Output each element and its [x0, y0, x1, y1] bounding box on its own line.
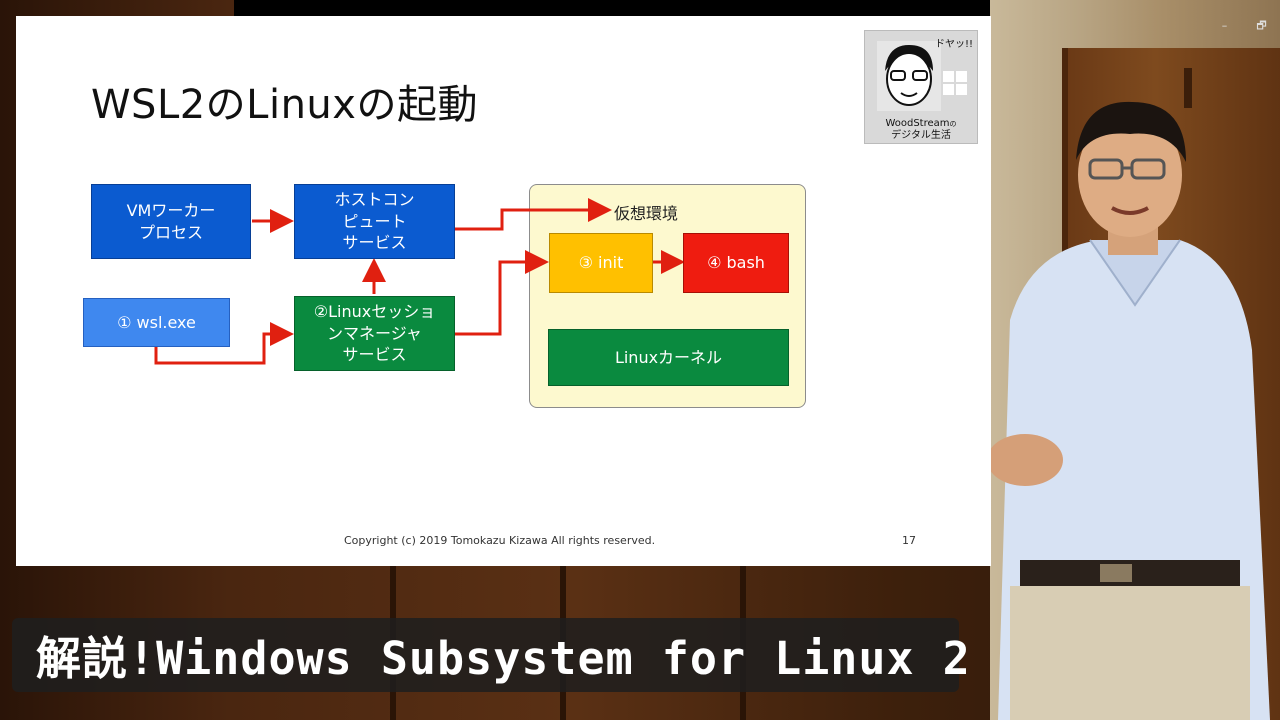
logo-brand-name: WoodStream: [885, 118, 950, 129]
presenter-figure: [990, 101, 1270, 720]
logo-brand-suffix: の: [949, 120, 957, 128]
logo-subtitle: デジタル生活: [891, 130, 951, 141]
init-process-box: ③ init: [549, 233, 653, 293]
presentation-slide: WSL2のLinuxの起動 ドヤッ!! WoodStreamの デジタル生活 仮…: [16, 16, 991, 566]
slide-page-number: 17: [902, 534, 916, 547]
vm-worker-process-box: VMワーカー プロセス: [91, 184, 251, 259]
diagram-arrows: [154, 198, 685, 365]
arrow-wsl-to-lxss: [154, 322, 294, 365]
copyright-notice: Copyright (c) 2019 Tomokazu Kizawa All r…: [344, 534, 656, 547]
video-caption-text: 解説!Windows Subsystem for Linux 2: [36, 632, 971, 685]
virtual-environment-label: 仮想環境: [614, 204, 679, 223]
linux-kernel-box: Linuxカーネル: [548, 329, 789, 386]
channel-logo: ドヤッ!! WoodStreamの デジタル生活: [864, 30, 978, 144]
bash-process-box: ④ bash: [683, 233, 789, 293]
door-hinge: [1184, 68, 1192, 108]
logo-exclaim: ドヤッ!!: [934, 39, 973, 50]
window-controls: – 🗗: [1206, 16, 1280, 36]
slide-title: WSL2のLinuxの起動: [91, 82, 478, 128]
lxss-manager-service-box: ②Linuxセッショ ンマネージャ サービス: [294, 296, 455, 371]
minimize-button[interactable]: –: [1221, 19, 1228, 32]
windows-logo-icon: [943, 71, 967, 95]
logo-brand: WoodStreamの: [865, 118, 977, 129]
wsl-exe-box: ① wsl.exe: [83, 298, 230, 347]
restore-button[interactable]: 🗗: [1256, 19, 1267, 32]
arrow-lxss-to-init: [455, 250, 549, 336]
host-compute-service-box: ホストコン ピュート サービス: [294, 184, 455, 259]
cartoon-face-icon: [877, 41, 941, 111]
arrow-host-to-vm: [455, 198, 612, 231]
video-caption-banner: 解説!Windows Subsystem for Linux 2: [12, 618, 970, 692]
